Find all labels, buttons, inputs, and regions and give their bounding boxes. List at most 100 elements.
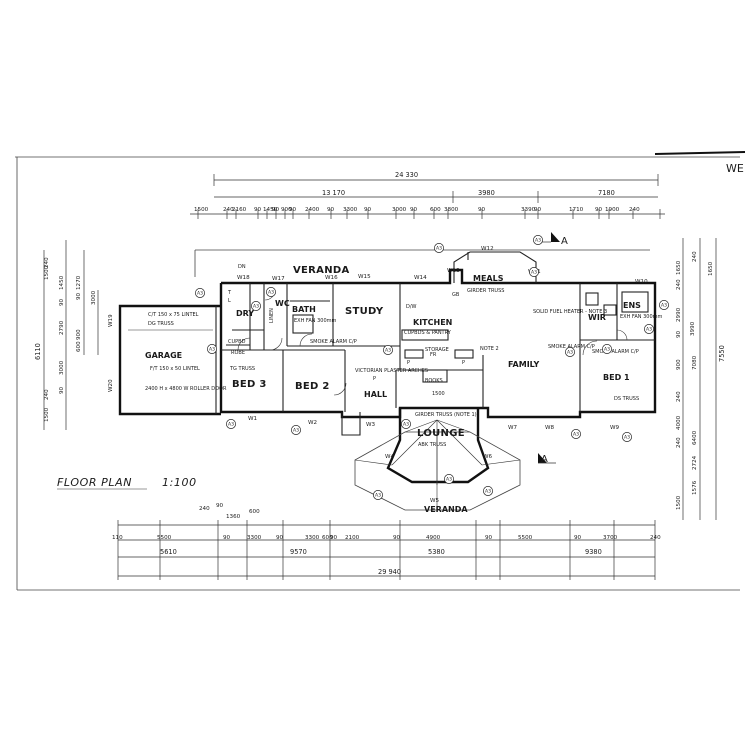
- ref-bubble-label: A3: [268, 290, 274, 296]
- dim-top-row-label: 90: [410, 207, 418, 213]
- window-tag: W16: [325, 275, 338, 281]
- dim-left-upper-label: 1270: [76, 275, 82, 290]
- room-robe: ROBE: [231, 350, 245, 356]
- dim-bottom-row2-label: 5500: [157, 535, 172, 541]
- window-tag: W2: [308, 420, 317, 426]
- dim-top-row-label: 90: [272, 207, 280, 213]
- room-family: FAMILY: [508, 360, 540, 369]
- dim-left-lower-label: 3000: [59, 360, 65, 375]
- dim-right-outer-label: 240: [692, 251, 698, 262]
- dim-top-row-label: 1710: [569, 207, 584, 213]
- ref-bubble: [373, 490, 383, 500]
- ref-bubble-label: A3: [197, 291, 203, 297]
- note-cupboards: CUPBDS & PANTRY: [404, 330, 452, 336]
- room-labels: VERANDA MEALS BATH STUDY KITCHEN WIR ENS…: [145, 265, 641, 514]
- ref-bubble-label: A3: [535, 238, 541, 244]
- window-tag: W20: [108, 379, 114, 392]
- dim-bottom-row2-label: 3300: [305, 535, 320, 541]
- window-tag: W17: [272, 276, 285, 282]
- ref-bubble-label: A3: [661, 303, 667, 309]
- dim-right-inner-label: 4000: [676, 415, 682, 430]
- dim-right-outer-label: 1576: [692, 480, 698, 495]
- dim-left-lower-label: 1500: [44, 407, 50, 422]
- window-tag: W12: [481, 246, 494, 252]
- dim-left-lower-label: 600: [76, 341, 82, 352]
- dim-bottom-overall: 29 940: [378, 568, 401, 576]
- dim-bottom-row2-label: 5500: [518, 535, 533, 541]
- ref-bubble-label: A3: [209, 347, 215, 353]
- dim-bottom-row2-label: 2100: [345, 535, 360, 541]
- garage-wall: [118, 304, 221, 416]
- room-meals: MEALS: [473, 274, 504, 283]
- dim-bottom-row2-label: 90: [574, 535, 582, 541]
- window-tag: W8: [545, 425, 555, 431]
- room-gb: GB: [452, 292, 460, 298]
- dim-right-inner-label: 240: [676, 391, 682, 402]
- dim-top-overall: 24 330: [395, 171, 418, 179]
- dim-bottom-row3-label: 5610: [160, 548, 177, 556]
- room-bath: BATH: [292, 305, 316, 314]
- dim-left-lower-label: 2790: [59, 320, 65, 335]
- dim-top-left-group: 13 170: [322, 189, 345, 197]
- note-garage-truss: DG TRUSS: [148, 321, 174, 327]
- note-fr: FR: [430, 352, 437, 358]
- ref-bubble-label: A3: [646, 327, 652, 333]
- room-veranda-front: VERANDA: [293, 265, 350, 276]
- dim-top-row-label: 3000: [392, 207, 407, 213]
- dim-right-inner-label: 90: [676, 330, 682, 338]
- ref-bubble: [444, 474, 454, 484]
- note-dn: DN: [238, 264, 246, 270]
- note-ds-truss: DS TRUSS: [614, 396, 639, 402]
- note-smoke-alarm-hall: SMOKE ALARM C/P: [310, 339, 357, 345]
- ref-bubble: [483, 486, 493, 496]
- dim-right-overall: 7550: [718, 345, 726, 362]
- ref-bubble-label: A3: [624, 435, 630, 441]
- veranda-octagon: [354, 431, 521, 511]
- ref-bubble-label: A3: [293, 428, 299, 434]
- ref-bubble: [644, 324, 654, 334]
- dim-right-inner-label: 3990: [690, 321, 696, 336]
- dim-bottom-row2-label: 4900: [426, 535, 441, 541]
- room-linen: LINEN: [269, 308, 275, 323]
- ref-bubble: [383, 345, 393, 355]
- ref-bubble: [401, 419, 411, 429]
- ref-bubble: [266, 287, 276, 297]
- dim-left-upper-label: 240: [44, 257, 50, 268]
- ref-bubble: [291, 425, 301, 435]
- note-2: NOTE 2: [480, 346, 499, 352]
- ref-bubble: [602, 344, 612, 354]
- dim-right-inner-label: 240: [676, 279, 682, 290]
- dim-right-inner-label: 900: [676, 359, 682, 370]
- window-tag: W10: [635, 279, 648, 285]
- dim-bottom-row2-label: 90: [485, 535, 493, 541]
- window-tag: W9: [610, 425, 620, 431]
- window-tag: W5: [430, 498, 440, 504]
- note-garage-lintel2: F/T 150 x 50 LINTEL: [150, 366, 200, 372]
- room-wc: WC: [275, 299, 290, 308]
- room-study: STUDY: [345, 306, 384, 317]
- dim-right-inner-label: 240: [676, 437, 682, 448]
- ref-bubble: [434, 243, 444, 253]
- dim-right-inner-label: 1650: [676, 260, 682, 275]
- room-hall: HALL: [364, 390, 387, 399]
- dim-top-row-label: 90: [327, 207, 335, 213]
- room-veranda-bay: VERANDA: [424, 505, 468, 514]
- dim-bottom-row1-label: 600: [249, 509, 260, 515]
- room-tl: T: [227, 290, 232, 296]
- ref-bubble: [565, 347, 575, 357]
- dim-top-row-label: 1450: [263, 207, 278, 213]
- section-mark-a-top: A: [561, 236, 568, 247]
- drawing-title: FLOOR PLAN: [57, 476, 132, 489]
- dim-top-row-label: 90: [534, 207, 542, 213]
- ref-bubble-label: A3: [228, 422, 234, 428]
- ref-bubble-label: A3: [604, 347, 610, 353]
- dim-top-row-label: 240: [223, 207, 234, 213]
- ref-bubble: [622, 432, 632, 442]
- ref-bubble-label: A3: [253, 304, 259, 310]
- dim-right-outer-label: 2724: [692, 455, 698, 470]
- dim-top-row-label: 900: [281, 207, 292, 213]
- note-garage-lintel1: C/T 150 x 75 LINTEL: [148, 312, 199, 318]
- ref-bubble: [226, 419, 236, 429]
- window-tag: W18: [237, 275, 250, 281]
